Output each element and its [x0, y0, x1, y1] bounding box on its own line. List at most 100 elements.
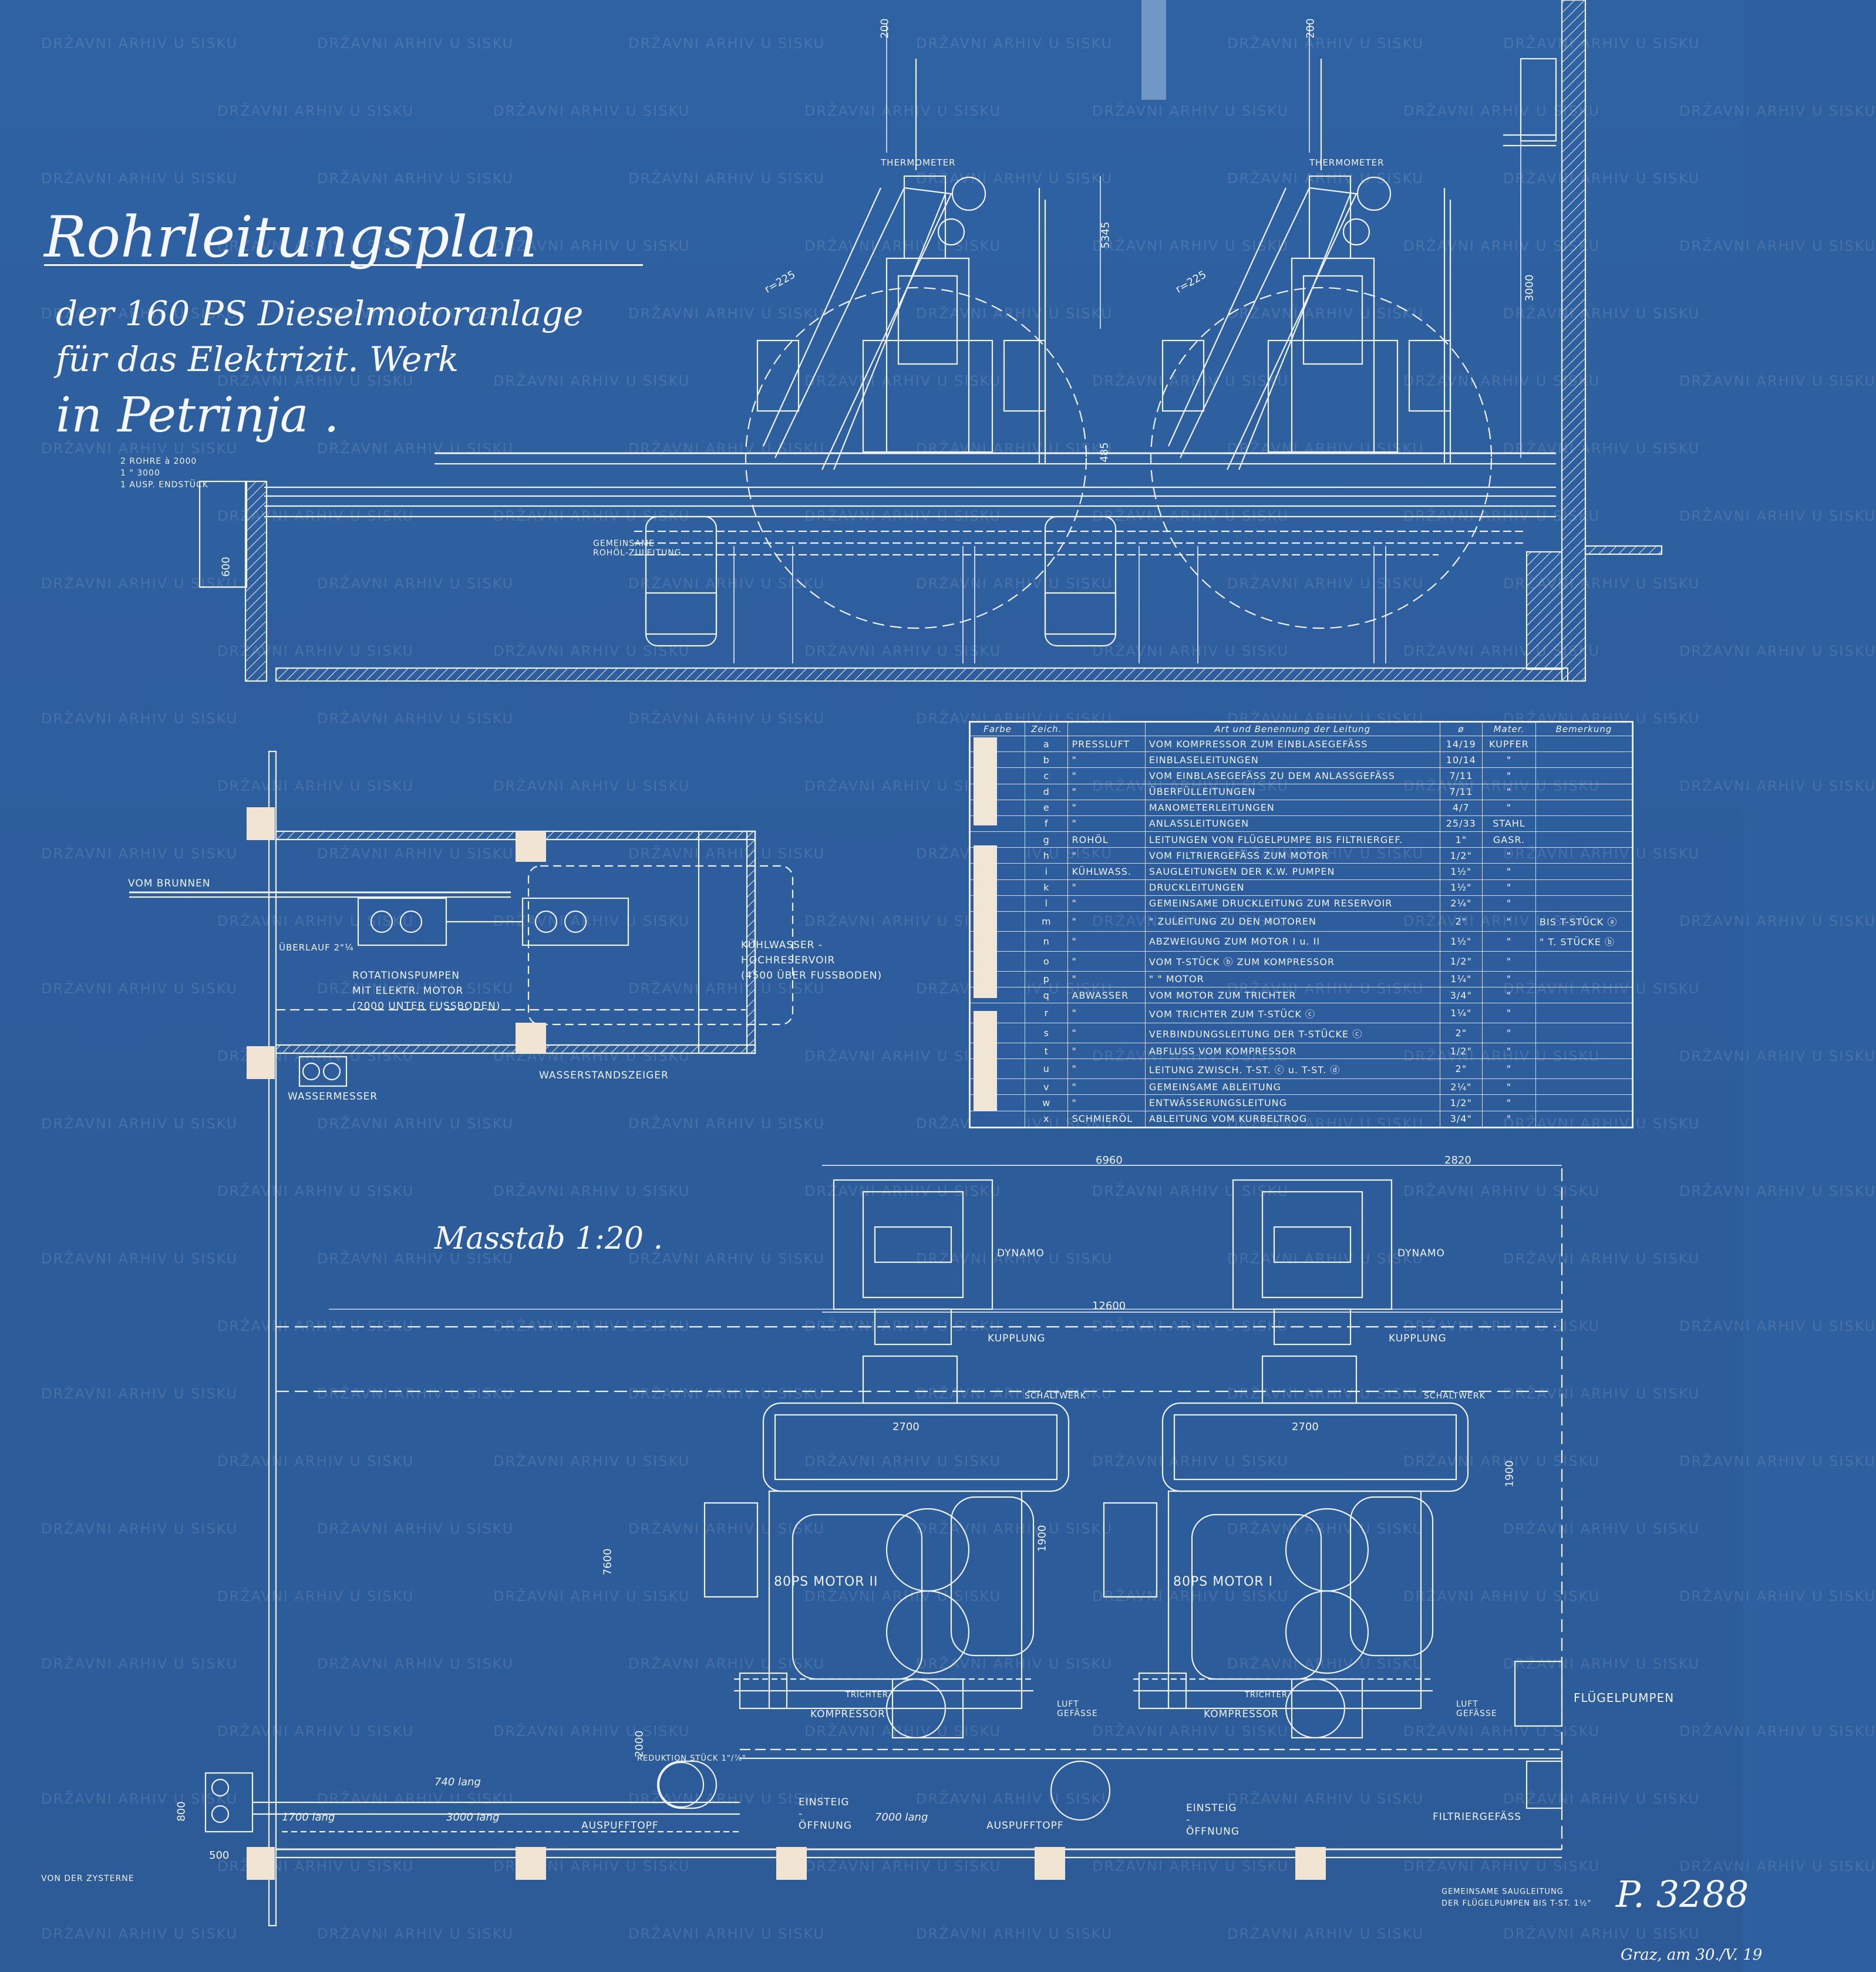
legend-header: Mater. — [1481, 722, 1537, 736]
suction-line-note: GEMEINSAME SAUGLEITUNG — [1441, 1887, 1564, 1896]
watermark-text: DRŽAVNI ARHIV U SISKU — [217, 1453, 415, 1469]
watermark-text: DRŽAVNI ARHIV U SISKU — [1092, 1453, 1289, 1469]
legend-cell-mat: " — [1481, 783, 1537, 800]
legend-cell-desc: VOM KOMPRESSOR ZUM EINBLASEGEFÄSS — [1144, 735, 1440, 753]
length-note: 1700 lang — [282, 1811, 335, 1823]
legend-cell-art: ROHÖL — [1067, 831, 1146, 848]
watermark-text: DRŽAVNI ARHIV U SISKU — [493, 778, 691, 794]
legend-cell-art: " — [1067, 879, 1146, 896]
cistern-label: VON DER ZYSTERNE — [41, 1874, 134, 1883]
legend-cell-desc: ÜBERFÜLLEITUNGEN — [1144, 783, 1440, 800]
legend-cell-bem — [1535, 895, 1632, 912]
watermark-text: DRŽAVNI ARHIV U SISKU — [628, 1656, 826, 1672]
legend-cell-z: v — [1024, 1078, 1069, 1095]
legend-cell-art: SCHMIERÖL — [1067, 1110, 1146, 1128]
watermark-text: DRŽAVNI ARHIV U SISKU — [628, 1386, 826, 1402]
title-line-4: in Petrinja . — [56, 387, 339, 443]
legend-cell-mat: " — [1481, 1059, 1537, 1080]
watermark-text: DRŽAVNI ARHIV U SISKU — [317, 1521, 514, 1537]
legend-cell-mat: " — [1481, 986, 1537, 1004]
dimension-600: 600 — [220, 557, 233, 577]
wall-pier — [1295, 1847, 1326, 1880]
suction-line-note: DER FLÜGELPUMPEN BIS T-ST. 1½" — [1441, 1899, 1592, 1908]
legend-cell-art: " — [1067, 847, 1146, 864]
legend-cell-d: 4/7 — [1439, 799, 1483, 816]
tape-strip — [1141, 0, 1166, 100]
legend-cell-art: " — [1067, 767, 1146, 784]
legend-cell-art: " — [1067, 1023, 1146, 1044]
legend-cell-desc: SAUGLEITUNGEN DER K.W. PUMPEN — [1144, 863, 1440, 880]
legend-cell-mat: " — [1481, 911, 1537, 932]
legend-cell-desc: EINBLASELEITUNGEN — [1144, 751, 1440, 768]
legend-cell-art: " — [1067, 895, 1146, 912]
color-swatch — [974, 737, 997, 825]
watermark-text: DRŽAVNI ARHIV U SISKU — [916, 1791, 1113, 1807]
watermark-text: DRŽAVNI ARHIV U SISKU — [1503, 1926, 1700, 1942]
legend-cell-color — [970, 831, 1025, 848]
watermark-text: DRŽAVNI ARHIV U SISKU — [1092, 103, 1289, 119]
air-vessel-label: LUFT GEFÄSSE — [1057, 1700, 1098, 1718]
dimension-7600: 7600 — [601, 1548, 614, 1576]
legend-cell-z: u — [1024, 1059, 1069, 1080]
legend-row: c"VOM EINBLASEGEFÄSS ZU DEM ANLASSGEFÄSS… — [970, 767, 1632, 784]
dynamo-label: DYNAMO — [1397, 1248, 1445, 1259]
wall-pier — [247, 1046, 275, 1079]
legend-cell-mat: KUPFER — [1481, 735, 1537, 753]
dimension-200: 200 — [878, 18, 891, 39]
legend-cell-bem — [1535, 1043, 1632, 1060]
pipe-note: 2 ROHRE à 2000 — [120, 457, 197, 466]
legend-cell-art: " — [1067, 931, 1146, 952]
dimension-12600: 12600 — [1092, 1300, 1126, 1312]
watermark-text: DRŽAVNI ARHIV U SISKU — [1679, 1858, 1876, 1875]
legend-cell-mat: GASR. — [1481, 831, 1537, 848]
watermark-text: DRŽAVNI ARHIV U SISKU — [628, 170, 826, 187]
drawing-number: P. 3288 — [1616, 1873, 1749, 1916]
watermark-text: DRŽAVNI ARHIV U SISKU — [41, 1115, 238, 1132]
watermark-text: DRŽAVNI ARHIV U SISKU — [41, 35, 238, 52]
watermark-text: DRŽAVNI ARHIV U SISKU — [916, 1521, 1113, 1537]
legend-cell-bem — [1535, 1078, 1632, 1095]
watermark-text: DRŽAVNI ARHIV U SISKU — [317, 1791, 514, 1807]
legend-cell-desc: MANOMETERLEITUNGEN — [1144, 799, 1440, 816]
legend-cell-z: d — [1024, 783, 1069, 800]
legend-cell-mat: " — [1481, 1003, 1537, 1024]
legend-cell-desc: ABLEITUNG VOM KURBELTROG — [1144, 1110, 1440, 1128]
watermark-text: DRŽAVNI ARHIV U SISKU — [493, 103, 691, 119]
watermark-text: DRŽAVNI ARHIV U SISKU — [1503, 305, 1700, 322]
reservoir-label: (4500 ÜBER FUSSBODEN) — [741, 970, 883, 982]
legend-cell-bem — [1535, 879, 1632, 896]
legend-cell-bem — [1535, 831, 1632, 848]
watermark-text: DRŽAVNI ARHIV U SISKU — [1227, 1791, 1424, 1807]
legend-cell-art: PRESSLUFT — [1067, 735, 1146, 753]
legend-header: Zeich. — [1024, 722, 1069, 736]
switchgear-label: SCHALTWERK — [1424, 1391, 1486, 1401]
watermark-text: DRŽAVNI ARHIV U SISKU — [1227, 1521, 1424, 1537]
switchgear-label: SCHALTWERK — [1025, 1391, 1086, 1401]
muffler-label: AUSPUFFTOPF — [581, 1820, 659, 1832]
watermark-text: DRŽAVNI ARHIV U SISKU — [41, 305, 238, 322]
legend-cell-art: " — [1067, 751, 1146, 768]
dimension-5345: 5345 — [1099, 221, 1112, 249]
watermark-text: DRŽAVNI ARHIV U SISKU — [628, 305, 826, 322]
watermark-text: DRŽAVNI ARHIV U SISKU — [804, 1723, 1002, 1740]
legend-cell-color — [970, 1110, 1025, 1128]
dimension-500: 500 — [209, 1849, 230, 1862]
pipe-note: 1 " 3000 — [120, 468, 160, 478]
legend-cell-desc: ABFLUSS VOM KOMPRESSOR — [1144, 1043, 1440, 1060]
legend-cell-d: 25/33 — [1439, 815, 1483, 832]
watermark-text: DRŽAVNI ARHIV U SISKU — [916, 575, 1113, 592]
watermark-text: DRŽAVNI ARHIV U SISKU — [1227, 1926, 1424, 1942]
title-underline — [44, 264, 643, 266]
watermark-text: DRŽAVNI ARHIV U SISKU — [1503, 1386, 1700, 1402]
watermark-text: DRŽAVNI ARHIV U SISKU — [804, 1453, 1002, 1469]
legend-cell-z: f — [1024, 815, 1069, 832]
air-vessel-label: LUFT GEFÄSSE — [1456, 1700, 1497, 1718]
thermometer-label: THERMOMETER — [881, 157, 956, 168]
legend-cell-bem — [1535, 1094, 1632, 1111]
